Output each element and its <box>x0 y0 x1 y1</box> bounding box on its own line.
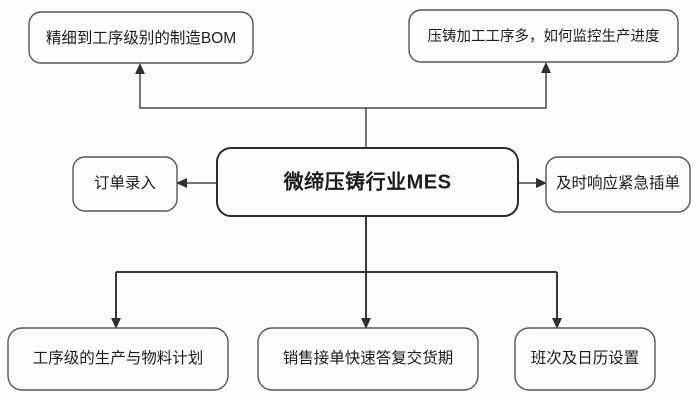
node-right[interactable]: 及时响应紧急插单 <box>545 156 691 213</box>
node-bottom-left[interactable]: 工序级的生产与物料计划 <box>7 327 229 391</box>
node-top-left-box[interactable] <box>28 11 254 64</box>
node-right-label: 及时响应紧急插单 <box>556 173 680 192</box>
node-top-right-label: 压铸加工工序多，如何监控生产进度 <box>428 28 660 45</box>
node-top-right-box[interactable] <box>408 9 679 63</box>
arrowhead-into-bottom-center-box <box>361 318 371 329</box>
arrowhead-into-bottom-left-box <box>111 318 121 329</box>
arrowhead-into-bottom-right-box <box>552 318 562 329</box>
node-left[interactable]: 订单录入 <box>72 156 178 212</box>
node-bottom-center[interactable]: 销售接单快速答复交货期 <box>257 327 479 391</box>
node-left-label: 订单录入 <box>94 174 156 192</box>
node-top-left[interactable]: 精细到工序级别的制造BOM <box>28 11 254 64</box>
connector-group <box>111 62 562 329</box>
node-bottom-left-label: 工序级的生产与物料计划 <box>33 349 204 367</box>
connector-center-to-top-boxes <box>139 65 547 148</box>
node-center-box[interactable] <box>216 147 519 217</box>
node-bottom-left-box[interactable] <box>7 327 229 391</box>
node-bottom-right-label: 班次及日历设置 <box>531 349 640 367</box>
node-bottom-right-box[interactable] <box>514 327 656 391</box>
arrowhead-into-left-box <box>176 178 187 188</box>
node-center[interactable]: 微缔压铸行业MES <box>216 147 519 217</box>
node-center-label: 微缔压铸行业MES <box>283 169 452 193</box>
node-bottom-center-label: 销售接单快速答复交货期 <box>283 349 454 367</box>
node-left-box[interactable] <box>72 156 178 212</box>
node-top-right[interactable]: 压铸加工工序多，如何监控生产进度 <box>408 9 679 63</box>
node-top-left-label: 精细到工序级别的制造BOM <box>46 29 236 47</box>
arrowhead-into-top-left-box <box>135 63 145 74</box>
node-bottom-right[interactable]: 班次及日历设置 <box>514 327 656 391</box>
connector-center-to-bottom-boxes <box>115 217 558 326</box>
node-right-box[interactable] <box>545 156 691 213</box>
arrowhead-into-right-box <box>536 178 547 188</box>
node-bottom-center-box[interactable] <box>257 327 479 391</box>
arrowhead-into-top-right-box <box>541 62 551 73</box>
